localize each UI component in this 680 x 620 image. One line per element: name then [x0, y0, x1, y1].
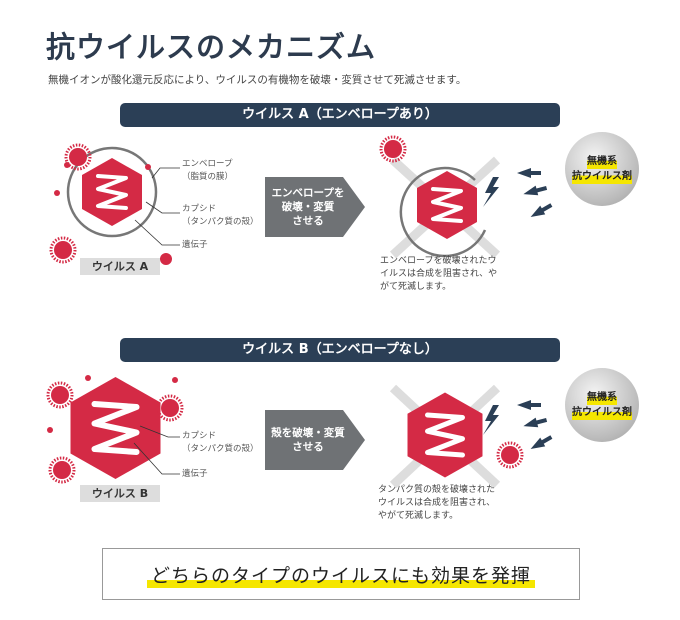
- virus-b-name: ウイルス B: [80, 485, 160, 502]
- destroyed-virus-b: [389, 384, 524, 489]
- page-title: 抗ウイルスのメカニズム: [46, 30, 377, 64]
- result-text-a: エンベロープを破壊されたウ イルスは合成を阻害され、や がて死滅します。: [380, 256, 498, 292]
- action-arrow-b: 殻を破壊・変質 させる: [265, 410, 365, 470]
- conclusion-box: どちらのタイプのウイルスにも効果を発揮: [102, 548, 580, 600]
- envelope-ring: [66, 146, 158, 238]
- label-gene-b: 遺伝子: [182, 469, 208, 479]
- attack-arrows-a: [517, 168, 554, 222]
- antiviral-agent-a: 無機系抗ウイルス剤: [565, 132, 639, 206]
- label-capsid-b: カプシド（タンパク質の殻）: [182, 431, 259, 454]
- virus-a-diagram: [49, 143, 180, 265]
- result-text-b: タンパク質の殻を破壊された ウイルスは合成を阻害され、 やがて死滅します。: [378, 485, 496, 521]
- subtitle: 無機イオンが酸化還元反応により、ウイルスの有機物を破壊・変質させて死滅させます。: [48, 74, 467, 86]
- banner-virus-b: ウイルス B（エンベロープなし）: [120, 338, 560, 362]
- virus-a-name: ウイルス A: [80, 258, 160, 275]
- small-virus-icon: [49, 236, 77, 264]
- attack-arrows-b: [517, 400, 554, 454]
- label-capsid: カプシド（タンパク質の殻）: [182, 204, 259, 227]
- conclusion-text: どちらのタイプのウイルスにも効果を発揮: [146, 560, 535, 588]
- lightning-icon: [483, 405, 499, 435]
- label-envelope: エンベロープ（脂質の膜）: [182, 159, 234, 182]
- antiviral-agent-b: 無機系抗ウイルス剤: [565, 368, 639, 442]
- banner-virus-a: ウイルス A（エンベロープあり）: [120, 103, 560, 127]
- destroyed-virus-a: [379, 135, 501, 259]
- label-gene: 遺伝子: [182, 240, 208, 250]
- lightning-icon: [483, 177, 499, 207]
- capsid-hexagon: [80, 156, 144, 228]
- virus-b-diagram: [46, 370, 184, 484]
- action-arrow-a: エンベロープを 破壊・変質 させる: [265, 177, 365, 237]
